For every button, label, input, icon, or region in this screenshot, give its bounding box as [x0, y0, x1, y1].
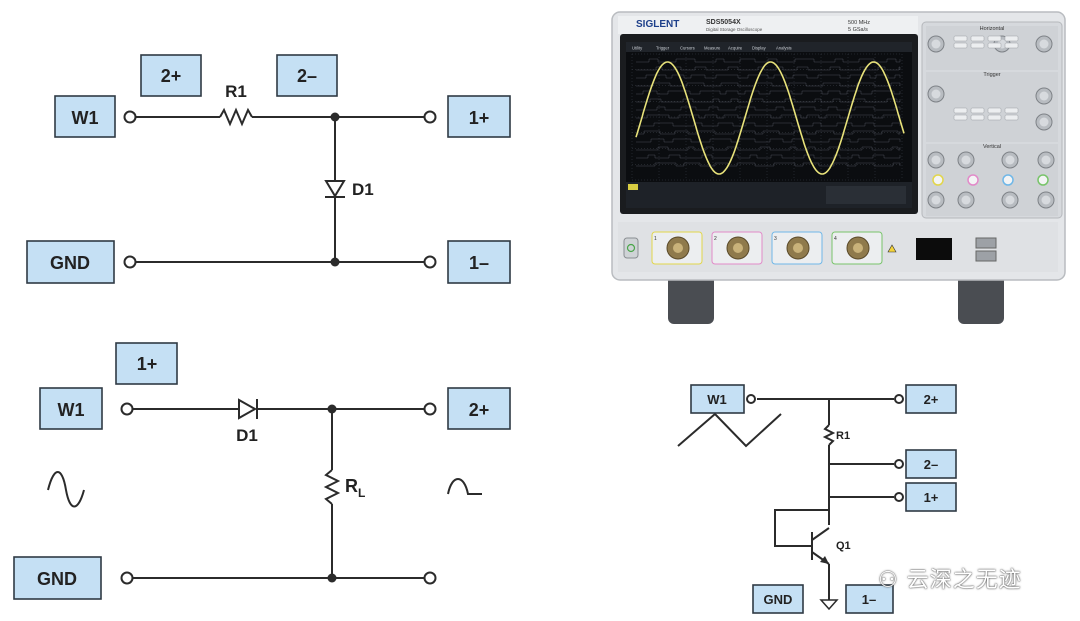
label-2plus-b: 2+ — [469, 400, 490, 420]
label-d1: D1 — [352, 180, 374, 199]
sine-wave-icon — [47, 471, 85, 508]
menu-item: Utility — [632, 46, 643, 51]
label-1plus-br: 1+ — [924, 490, 939, 505]
spec-sample: 5 GSa/s — [848, 27, 868, 33]
diode-d1-bottom — [238, 398, 258, 420]
label-w1-br: W1 — [707, 392, 727, 407]
label-1minus: 1– — [469, 253, 489, 273]
menu-item: Display — [752, 46, 767, 51]
label-1plus: 1+ — [469, 108, 490, 128]
menu-item: Measure — [704, 46, 721, 51]
half-wave-icon — [447, 478, 482, 495]
menu-item: Acquire — [728, 46, 743, 51]
model-name: SDS5054X — [706, 19, 741, 26]
label-rl: RL — [345, 476, 365, 500]
circuit-top-left: W1 GND 2+ 2– 1+ 1– R1 D1 — [26, 54, 511, 284]
panel-horizontal: Horizontal — [980, 26, 1005, 32]
wechat-icon: ⚇ — [878, 568, 899, 593]
label-q1: Q1 — [836, 540, 851, 552]
brand-logo: SIGLENT — [636, 19, 679, 30]
scope-bnc-inputs: 1 2 3 4 — [651, 231, 883, 265]
menu-item: Cursors — [680, 46, 695, 51]
triangle-wave-icon — [677, 412, 782, 448]
resistor-rl — [323, 469, 341, 505]
panel-trigger: Trigger — [983, 72, 1000, 78]
label-d1-b: D1 — [236, 426, 258, 445]
label-gnd-br: GND — [764, 592, 793, 607]
spec-bandwidth: 500 MHz — [848, 20, 870, 26]
channel-label: 4 — [834, 236, 837, 242]
label-2plus: 2+ — [161, 66, 182, 86]
label-w1-b: W1 — [58, 400, 85, 420]
channel-label: 1 — [654, 236, 657, 242]
channel-label: 2 — [714, 236, 717, 242]
circuit-bottom-left: W1 GND 1+ 2+ D1 RL — [13, 342, 511, 600]
label-gnd-b: GND — [37, 569, 77, 589]
diode-d1 — [324, 180, 346, 198]
resistor-r1-br — [822, 424, 836, 446]
model-sub: Digital Storage Oscilloscope — [706, 27, 763, 32]
circuit-bottom-right: W1 2+ 2– 1+ GND 1– R1 Q1 — [677, 384, 957, 614]
label-r1-br: R1 — [836, 430, 850, 442]
label-2minus-br: 2– — [924, 457, 938, 472]
scope-menu: Utility Trigger Cursors Measure Acquire Displ… — [632, 46, 792, 51]
label-1plus-b: 1+ — [137, 354, 158, 374]
label-r1: R1 — [225, 82, 247, 101]
oscilloscope: SIGLENT SDS5054X Digital Storage Oscillo… — [611, 11, 1066, 324]
label-1minus-br: 1– — [862, 592, 876, 607]
label-2plus-br: 2+ — [924, 392, 939, 407]
menu-item: Analysis — [776, 46, 792, 51]
scope-sine-trace — [635, 61, 905, 175]
label-w1: W1 — [72, 108, 99, 128]
scope-knobs — [927, 35, 1055, 209]
label-gnd: GND — [50, 253, 90, 273]
menu-item: Trigger — [656, 46, 670, 51]
label-2minus: 2– — [297, 66, 317, 86]
channel-label: 3 — [774, 236, 777, 242]
panel-vertical: Vertical — [983, 144, 1001, 150]
watermark: ⚇ 云深之无迹 — [878, 568, 1022, 593]
